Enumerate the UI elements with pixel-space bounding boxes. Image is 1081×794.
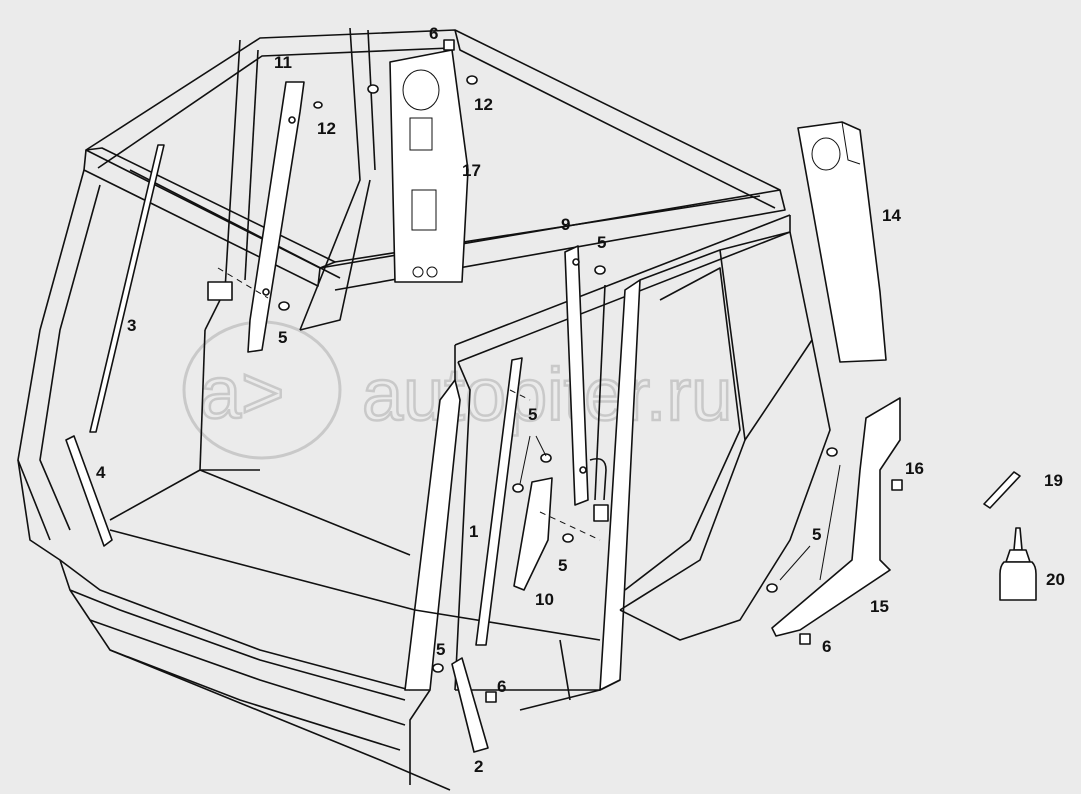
part-20-adhesive-bottle bbox=[999, 527, 1037, 601]
callout-2: 2 bbox=[474, 757, 483, 776]
callout-19: 19 bbox=[1044, 471, 1063, 490]
watermark-logo-glyph: a> bbox=[200, 351, 284, 434]
callout-5-e: 5 bbox=[558, 556, 567, 575]
callout-6-top: 6 bbox=[429, 24, 438, 43]
callout-10: 10 bbox=[535, 590, 554, 609]
callout-11: 11 bbox=[274, 53, 292, 72]
part-15-corner-trim bbox=[771, 397, 901, 637]
part-2-bracket bbox=[451, 657, 489, 753]
callout-16: 16 bbox=[905, 459, 924, 478]
part-12-screw-a bbox=[367, 84, 379, 94]
part-9-pillar-trim bbox=[564, 245, 589, 506]
cab-frame bbox=[17, 27, 831, 791]
callout-6-bottom: 6 bbox=[497, 677, 506, 696]
part-6-clip-right bbox=[799, 633, 811, 645]
callout-5-a: 5 bbox=[597, 233, 606, 252]
leader-lines bbox=[217, 267, 841, 581]
callout-labels: 11 6 12 12 17 14 9 5 3 5 5 4 1 16 19 5 1… bbox=[96, 24, 1065, 776]
callout-1: 1 bbox=[469, 522, 478, 541]
part-3-strip bbox=[89, 144, 165, 433]
part-6-clip-top bbox=[443, 39, 455, 51]
watermark-text: autopiter.ru bbox=[362, 353, 732, 436]
callout-3: 3 bbox=[127, 316, 136, 335]
fasteners bbox=[278, 265, 838, 673]
callout-5-f: 5 bbox=[436, 640, 445, 659]
part-12-screw-b bbox=[466, 75, 478, 85]
part-19-seal-strip bbox=[983, 471, 1021, 509]
part-17-rear-panel bbox=[389, 49, 469, 283]
part-1-strip bbox=[475, 357, 523, 646]
callout-20: 20 bbox=[1046, 570, 1065, 589]
callout-5-d: 5 bbox=[812, 525, 821, 544]
callout-15: 15 bbox=[870, 597, 889, 616]
part-6-clip-bottom bbox=[485, 691, 497, 703]
callout-5-c: 5 bbox=[528, 405, 537, 424]
callout-12-left: 12 bbox=[317, 119, 336, 138]
part-14-side-panel bbox=[797, 121, 887, 363]
part-16-clip bbox=[891, 479, 903, 491]
part-4-bracket bbox=[65, 435, 113, 547]
part-11-trim bbox=[247, 81, 305, 353]
callout-14: 14 bbox=[882, 206, 901, 225]
part-10-trim bbox=[513, 477, 553, 591]
callout-9: 9 bbox=[561, 215, 570, 234]
watermark: a> autopiter.ru bbox=[182, 320, 734, 460]
callout-5-b: 5 bbox=[278, 328, 287, 347]
callout-17: 17 bbox=[462, 161, 481, 180]
callout-12-right: 12 bbox=[474, 95, 493, 114]
callout-4: 4 bbox=[96, 463, 106, 482]
callout-6-right: 6 bbox=[822, 637, 831, 656]
